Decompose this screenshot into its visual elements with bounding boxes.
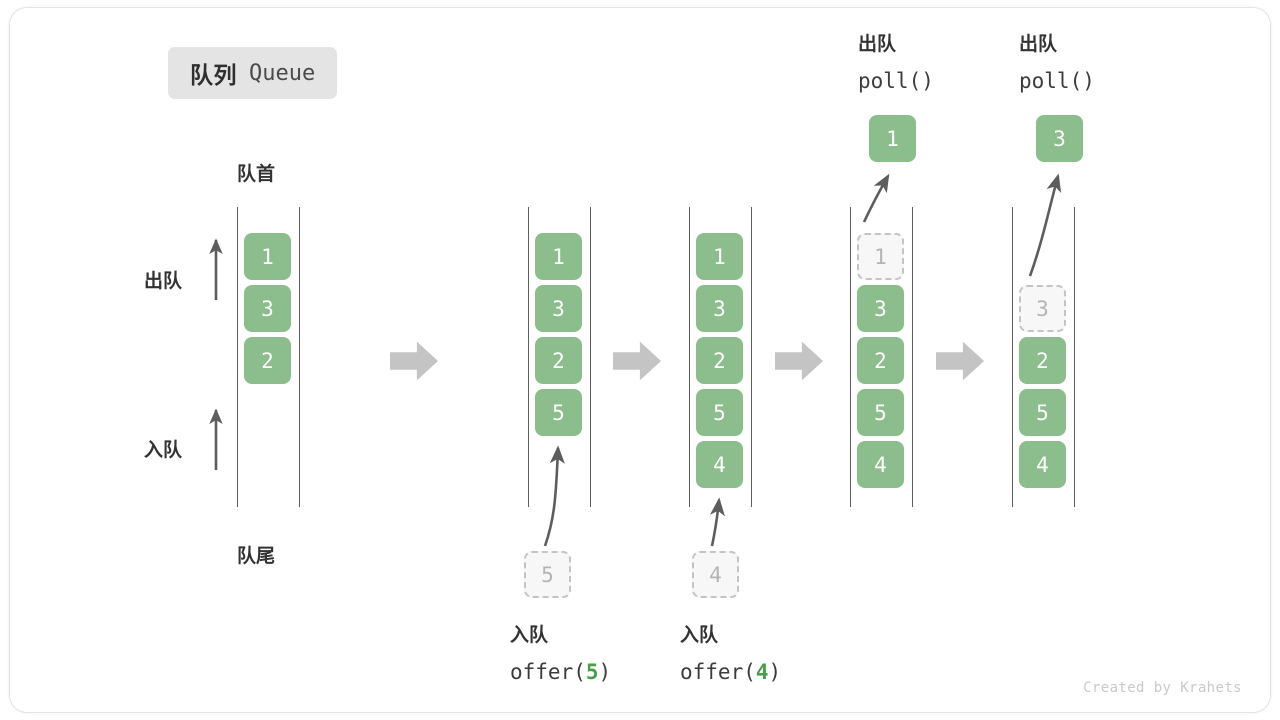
queue-cell-new: 5	[535, 389, 582, 436]
queue-cell: 2	[1019, 337, 1066, 384]
rail-left-col2	[528, 207, 529, 507]
queue-cell-new: 4	[696, 441, 743, 488]
queue-cell: 5	[857, 389, 904, 436]
queue-cell: 4	[857, 441, 904, 488]
queue-cell: 4	[1019, 441, 1066, 488]
code-suffix: )	[768, 660, 782, 684]
rail-left-col3	[689, 207, 690, 507]
caption-poll-2-cn: 出队	[1019, 34, 1058, 55]
code-argument: 5	[585, 660, 599, 684]
caption-offer-5-code: offer(5)	[510, 654, 611, 690]
removed-cell-ghost: 1	[857, 233, 904, 280]
diagram-title-badge: 队列 Queue	[168, 47, 338, 99]
rail-right-col4	[912, 207, 913, 507]
rail-left-col1	[237, 207, 238, 507]
caption-offer-4-code: offer(4)	[680, 654, 781, 690]
queue-cell: 1	[696, 233, 743, 280]
label-enqueue-direction: 入队	[144, 440, 183, 461]
queue-cell: 3	[857, 285, 904, 332]
code-prefix: offer(	[510, 660, 586, 684]
rail-right-col5	[1074, 207, 1075, 507]
label-queue-head: 队首	[237, 164, 276, 185]
caption-poll-1: 出队 poll()	[858, 27, 934, 99]
rail-right-col2	[590, 207, 591, 507]
polled-value: 3	[1036, 115, 1083, 162]
queue-cell: 2	[857, 337, 904, 384]
queue-cell: 2	[535, 337, 582, 384]
caption-offer-4-cn: 入队	[680, 625, 719, 646]
queue-cell: 1	[244, 233, 291, 280]
caption-poll-2: 出队 poll()	[1019, 27, 1095, 99]
queue-cell: 2	[696, 337, 743, 384]
queue-cell: 3	[244, 285, 291, 332]
label-dequeue-direction: 出队	[144, 271, 183, 292]
rail-left-col4	[850, 207, 851, 507]
caption-offer-5: 入队 offer(5)	[510, 618, 611, 690]
caption-poll-1-code: poll()	[858, 69, 934, 93]
credit-text: Created by Krahets	[1083, 680, 1242, 696]
title-chinese: 队列	[190, 62, 237, 88]
queue-cell: 2	[244, 337, 291, 384]
title-english: Queue	[249, 60, 316, 86]
label-queue-tail: 队尾	[237, 546, 276, 567]
caption-poll-1-cn: 出队	[858, 34, 897, 55]
incoming-value-ghost: 5	[524, 551, 571, 598]
removed-cell-ghost: 3	[1019, 285, 1066, 332]
incoming-value-ghost: 4	[692, 551, 739, 598]
code-prefix: offer(	[680, 660, 756, 684]
rail-right-col1	[299, 207, 300, 507]
code-suffix: )	[598, 660, 612, 684]
queue-cell: 5	[1019, 389, 1066, 436]
code-argument: 4	[755, 660, 769, 684]
queue-cell: 1	[535, 233, 582, 280]
rail-right-col3	[751, 207, 752, 507]
queue-cell: 3	[696, 285, 743, 332]
caption-poll-2-code: poll()	[1019, 69, 1095, 93]
rail-left-col5	[1012, 207, 1013, 507]
queue-cell: 5	[696, 389, 743, 436]
polled-value: 1	[869, 115, 916, 162]
caption-offer-4: 入队 offer(4)	[680, 618, 781, 690]
caption-offer-5-cn: 入队	[510, 625, 549, 646]
queue-cell: 3	[535, 285, 582, 332]
